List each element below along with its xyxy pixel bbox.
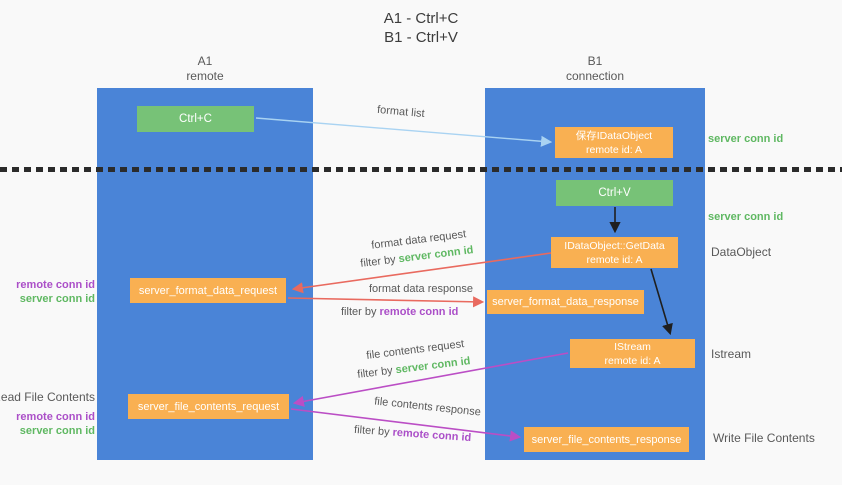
lane-a1-subtitle: remote bbox=[186, 69, 224, 83]
remote-conn-id-annotation: remote conn id bbox=[16, 279, 95, 291]
dataobject-annotation: DataObject bbox=[711, 245, 772, 259]
remote-conn-id-text: remote conn id bbox=[392, 426, 472, 445]
server-conn-id-annotation-top: server conn id bbox=[708, 133, 784, 145]
write-file-contents-annotation: Write File Contents bbox=[713, 431, 815, 445]
lane-b1-subtitle: connection bbox=[565, 69, 625, 83]
file-request-label: server_file_contents_request bbox=[137, 400, 280, 413]
ctrl-c-button: Ctrl+C bbox=[137, 106, 254, 132]
getdata-line2: remote id: A bbox=[586, 253, 643, 266]
save-idataobject-line1: 保存IDataObject bbox=[575, 129, 653, 142]
istream-line2: remote id: A bbox=[604, 354, 661, 367]
filter-by-prefix: filter by bbox=[356, 364, 397, 381]
save-idataobject-line2: remote id: A bbox=[585, 143, 643, 156]
format-response-label: server_format_data_response bbox=[492, 296, 639, 308]
server-conn-id-annotation: server conn id bbox=[19, 293, 95, 305]
ctrl-c-label: Ctrl+C bbox=[179, 113, 212, 125]
istream-box: IStream remote id: A bbox=[570, 339, 695, 368]
idataobject-getdata-box: IDataObject::GetData remote id: A bbox=[551, 237, 678, 268]
diagram-title: A1 - Ctrl+C B1 - Ctrl+V bbox=[0, 9, 842, 47]
filter-by-remote-conn-id-label-1: filter by remote conn id bbox=[341, 306, 458, 318]
istream-annotation: Istream bbox=[711, 347, 752, 361]
server-file-contents-request-box: server_file_contents_request bbox=[128, 394, 289, 419]
filter-by-prefix: filter by bbox=[341, 306, 380, 318]
read-file-contents-annotation: Read File Contents bbox=[0, 390, 95, 404]
server-file-contents-response-box: server_file_contents_response bbox=[524, 427, 689, 452]
file-response-label: server_file_contents_response bbox=[531, 433, 682, 446]
lane-header-a1: A1 remote bbox=[97, 54, 313, 84]
filter-by-prefix: filter by bbox=[359, 253, 400, 270]
server-conn-id-text: server conn id bbox=[394, 355, 472, 377]
machine-boundary-divider bbox=[0, 167, 842, 172]
remote-conn-id-text: remote conn id bbox=[379, 306, 459, 318]
file-request-side-annotations: remote conn id server conn id bbox=[16, 410, 95, 438]
filter-by-remote-conn-id-label-2: filter by remote conn id bbox=[354, 424, 472, 444]
server-format-data-response-box: server_format_data_response bbox=[487, 290, 644, 314]
server-conn-id-text: server conn id bbox=[397, 244, 475, 266]
lane-header-b1: B1 connection bbox=[485, 54, 705, 84]
filter-by-prefix: filter by bbox=[353, 423, 393, 439]
remote-conn-id-annotation: remote conn id bbox=[16, 411, 95, 423]
lane-b1-name: B1 bbox=[587, 54, 603, 68]
format-data-response-label: format data response bbox=[369, 283, 473, 295]
lane-a1-name: A1 bbox=[197, 54, 213, 68]
server-format-data-request-box: server_format_data_request bbox=[130, 278, 286, 303]
title-line-2: B1 - Ctrl+V bbox=[384, 29, 458, 46]
server-conn-id-annotation-mid: server conn id bbox=[708, 211, 784, 223]
format-request-label: server_format_data_request bbox=[138, 284, 278, 297]
format-request-side-annotations: remote conn id server conn id bbox=[16, 278, 95, 306]
save-idataobject-box: 保存IDataObject remote id: A bbox=[555, 127, 673, 158]
getdata-line1: IDataObject::GetData bbox=[564, 239, 665, 252]
format-data-response-arrow bbox=[287, 296, 485, 308]
ctrl-v-button: Ctrl+V bbox=[556, 180, 673, 206]
title-line-1: A1 - Ctrl+C bbox=[383, 10, 459, 27]
format-list-label: format list bbox=[376, 103, 426, 121]
istream-line1: IStream bbox=[614, 340, 651, 353]
file-contents-response-label: file contents response bbox=[373, 395, 482, 419]
server-conn-id-annotation: server conn id bbox=[19, 425, 95, 437]
ctrl-v-label: Ctrl+V bbox=[598, 187, 631, 199]
